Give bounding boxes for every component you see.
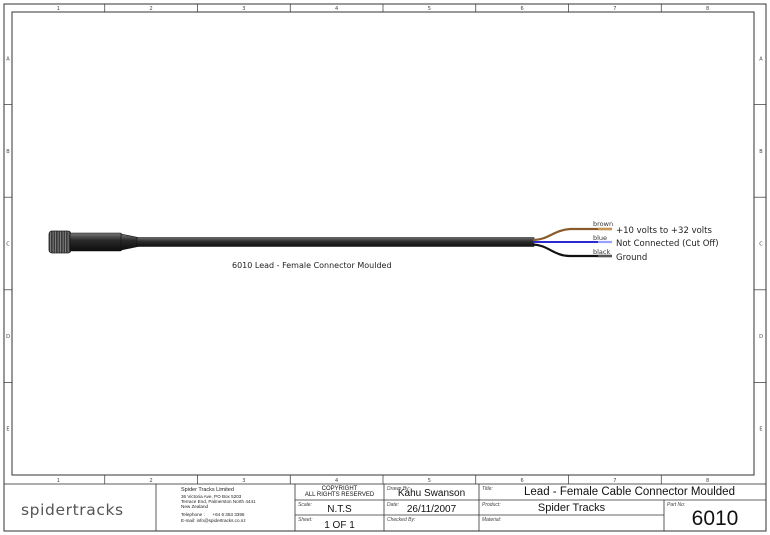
material-label: Material: bbox=[482, 517, 502, 523]
company-address-1: 36 Victoria Ave, PO Box 5203 bbox=[181, 494, 242, 499]
wire-group bbox=[532, 227, 612, 258]
zone-row-label-left: D bbox=[6, 334, 10, 340]
date-label: Date: bbox=[387, 502, 399, 508]
wire-tag-brown: brown bbox=[593, 220, 613, 228]
wire-label-black: Ground bbox=[616, 253, 647, 263]
company-email: E-mail: info@spidertracks.co.nz bbox=[181, 518, 246, 523]
zone-row-label-left: B bbox=[6, 149, 10, 155]
wire-tag-blue: blue bbox=[593, 234, 607, 242]
zone-col-label-top: 3 bbox=[242, 6, 245, 12]
zone-col-label-top: 1 bbox=[57, 6, 60, 12]
wire-tag-black: black bbox=[593, 248, 610, 256]
wire-black bbox=[532, 243, 612, 258]
copyright-line-2: ALL RIGHTS RESERVED bbox=[304, 492, 375, 498]
zone-row-label-left: E bbox=[6, 427, 9, 433]
drawn-by-cell: Drawn By: Kahu Swanson bbox=[385, 485, 478, 500]
drawn-by-label: Drawn By: bbox=[387, 486, 411, 492]
copyright-line-1: COPYRIGHT bbox=[321, 486, 358, 492]
zone-col-label-bottom: 1 bbox=[57, 478, 60, 484]
product-label: Product: bbox=[482, 502, 501, 508]
company-address-3: New Zealand bbox=[181, 504, 209, 509]
scale-value: N.T.S bbox=[327, 504, 352, 515]
zone-col-label-top: 2 bbox=[150, 6, 153, 12]
zone-col-label-bottom: 7 bbox=[613, 478, 616, 484]
sheet-value: 1 OF 1 bbox=[324, 520, 355, 531]
part-number-value: 6010 bbox=[691, 507, 739, 530]
copyright-cell: COPYRIGHT ALL RIGHTS RESERVED bbox=[296, 485, 383, 500]
sheet-cell: Sheet: 1 OF 1 bbox=[296, 516, 383, 531]
checked-by-label: Checked By: bbox=[387, 517, 416, 523]
zone-col-label-top: 6 bbox=[521, 6, 524, 12]
title-label: Title: bbox=[482, 486, 493, 492]
company-name: Spider Tracks Limited bbox=[181, 487, 234, 493]
wire-label-brown: +10 volts to +32 volts bbox=[616, 226, 712, 236]
zone-col-label-bottom: 6 bbox=[521, 478, 524, 484]
drawing-title: Lead - Female Cable Connector Moulded bbox=[524, 486, 735, 498]
company-info-cell: Spider Tracks Limited 36 Victoria Ave, P… bbox=[157, 485, 294, 530]
sheet-label: Sheet: bbox=[298, 517, 313, 523]
zone-row-label-right: E bbox=[759, 427, 762, 433]
zone-col-label-top: 4 bbox=[335, 6, 338, 12]
company-telephone: Telephone : +64 6 353 3395 bbox=[181, 512, 245, 517]
product-cell: Product: Spider Tracks bbox=[480, 501, 663, 515]
zone-col-label-bottom: 4 bbox=[335, 478, 338, 484]
title-cell: Title: Lead - Female Cable Connector Mou… bbox=[480, 485, 765, 500]
zone-col-label-bottom: 3 bbox=[242, 478, 245, 484]
connector-strain-relief bbox=[120, 233, 139, 251]
connector-body bbox=[69, 232, 123, 252]
connector-knurled-nut bbox=[48, 230, 72, 254]
material-cell: Material: bbox=[480, 516, 663, 531]
title-block-frame bbox=[3, 483, 767, 532]
date-cell: Date: 26/11/2007 bbox=[385, 501, 478, 515]
wire-label-blue: Not Connected (Cut Off) bbox=[616, 239, 719, 249]
zone-row-label-left: C bbox=[6, 242, 10, 248]
product-value: Spider Tracks bbox=[537, 502, 606, 514]
part-number-cell: Part No: 6010 bbox=[665, 501, 765, 531]
scale-cell: Scale: N.T.S bbox=[296, 501, 383, 515]
scale-label: Scale: bbox=[298, 502, 312, 508]
zone-col-label-top: 5 bbox=[428, 6, 431, 12]
zone-col-label-top: 7 bbox=[613, 6, 616, 12]
zone-col-label-bottom: 8 bbox=[706, 478, 709, 484]
cable-caption: 6010 Lead - Female Connector Moulded bbox=[232, 261, 392, 270]
zone-row-label-right: A bbox=[759, 56, 763, 62]
zone-row-label-left: A bbox=[6, 56, 10, 62]
zone-col-label-bottom: 2 bbox=[150, 478, 153, 484]
zone-col-label-top: 8 bbox=[706, 6, 709, 12]
date-value: 26/11/2007 bbox=[406, 504, 457, 515]
cable-jacket bbox=[136, 237, 535, 247]
part-number-label: Part No: bbox=[667, 502, 686, 508]
spidertracks-logo: spidertracks bbox=[21, 501, 124, 519]
checked-by-cell: Checked By: bbox=[385, 516, 478, 531]
company-address-2: Terrace End, Palmerston North 4441 bbox=[181, 499, 256, 504]
wire-brown bbox=[532, 227, 612, 242]
zone-row-label-right: B bbox=[759, 149, 763, 155]
zone-col-label-bottom: 5 bbox=[428, 478, 431, 484]
drawn-by-value: Kahu Swanson bbox=[397, 488, 466, 499]
female-connector bbox=[48, 230, 139, 254]
zone-row-label-right: C bbox=[759, 242, 763, 248]
zone-row-label-right: D bbox=[759, 334, 763, 340]
zone-ticks bbox=[4, 4, 766, 484]
